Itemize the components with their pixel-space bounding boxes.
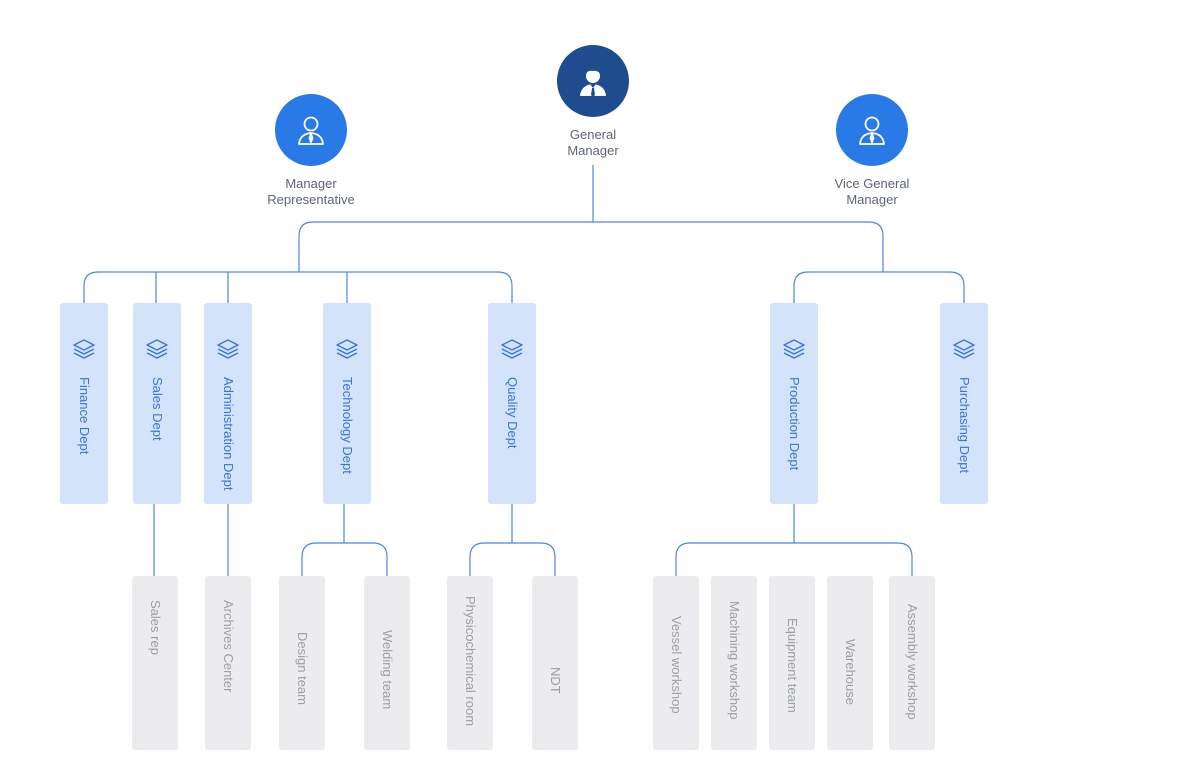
team-physicochemical-room[interactable]: Physicochemical room bbox=[447, 576, 493, 750]
dept-label: Production Dept bbox=[787, 377, 802, 471]
layers-icon bbox=[217, 339, 239, 359]
general-manager-label: General Manager bbox=[567, 127, 619, 158]
team-machining-workshop[interactable]: Machining workshop bbox=[711, 576, 757, 750]
team-design[interactable]: Design team bbox=[279, 576, 325, 750]
connector-left-bus bbox=[83, 271, 513, 303]
dept-quality[interactable]: Quality Dept bbox=[488, 303, 536, 504]
team-label: Welding team bbox=[380, 630, 395, 710]
general-manager-node[interactable]: General Manager bbox=[513, 45, 673, 159]
connector-tech-bus bbox=[301, 542, 388, 576]
dept-label: Quality Dept bbox=[505, 377, 520, 449]
dept-purchasing[interactable]: Purchasing Dept bbox=[940, 303, 988, 504]
vice-general-manager-label: Vice General Manager bbox=[834, 176, 910, 207]
team-label: Assembly workshop bbox=[905, 604, 920, 720]
businessman-icon bbox=[557, 45, 629, 117]
team-label: Equipment team bbox=[785, 618, 800, 713]
dept-label: Technology Dept bbox=[340, 377, 355, 474]
layers-icon bbox=[336, 339, 358, 359]
dept-label: Administration Dept bbox=[221, 377, 236, 491]
team-sales-rep[interactable]: Sales rep bbox=[132, 576, 178, 750]
connector-quality-bus bbox=[469, 542, 556, 576]
connector-right-bus bbox=[793, 271, 965, 303]
manager-representative-node[interactable]: Manager Representative bbox=[231, 94, 391, 208]
connector-production-bus bbox=[675, 542, 913, 576]
team-label: Machining workshop bbox=[727, 601, 742, 720]
team-label: Sales rep bbox=[148, 600, 163, 655]
vice-general-manager-node[interactable]: Vice General Manager bbox=[792, 94, 952, 208]
team-label: Vessel workshop bbox=[669, 616, 684, 714]
connector-main-bus bbox=[298, 221, 884, 272]
layers-icon bbox=[73, 339, 95, 359]
layers-icon bbox=[953, 339, 975, 359]
dept-sales[interactable]: Sales Dept bbox=[133, 303, 181, 504]
team-equipment[interactable]: Equipment team bbox=[769, 576, 815, 750]
layers-icon bbox=[783, 339, 805, 359]
layers-icon bbox=[146, 339, 168, 359]
dept-finance[interactable]: Finance Dept bbox=[60, 303, 108, 504]
dept-label: Sales Dept bbox=[150, 377, 165, 441]
manager-representative-label: Manager Representative bbox=[267, 176, 355, 207]
team-label: NDT bbox=[548, 667, 563, 694]
dept-administration[interactable]: Administration Dept bbox=[204, 303, 252, 504]
dept-label: Purchasing Dept bbox=[957, 377, 972, 474]
dept-technology[interactable]: Technology Dept bbox=[323, 303, 371, 504]
team-warehouse[interactable]: Warehouse bbox=[827, 576, 873, 750]
layers-icon bbox=[501, 339, 523, 359]
team-ndt[interactable]: NDT bbox=[532, 576, 578, 750]
person-icon bbox=[275, 94, 347, 166]
team-archives-center[interactable]: Archives Center bbox=[205, 576, 251, 750]
dept-label: Finance Dept bbox=[77, 377, 92, 455]
team-label: Warehouse bbox=[843, 639, 858, 705]
team-vessel-workshop[interactable]: Vessel workshop bbox=[653, 576, 699, 750]
team-label: Archives Center bbox=[221, 600, 236, 693]
person-icon bbox=[836, 94, 908, 166]
team-welding[interactable]: Welding team bbox=[364, 576, 410, 750]
team-label: Physicochemical room bbox=[463, 596, 478, 727]
team-assembly-workshop[interactable]: Assembly workshop bbox=[889, 576, 935, 750]
dept-production[interactable]: Production Dept bbox=[770, 303, 818, 504]
team-label: Design team bbox=[295, 632, 310, 705]
